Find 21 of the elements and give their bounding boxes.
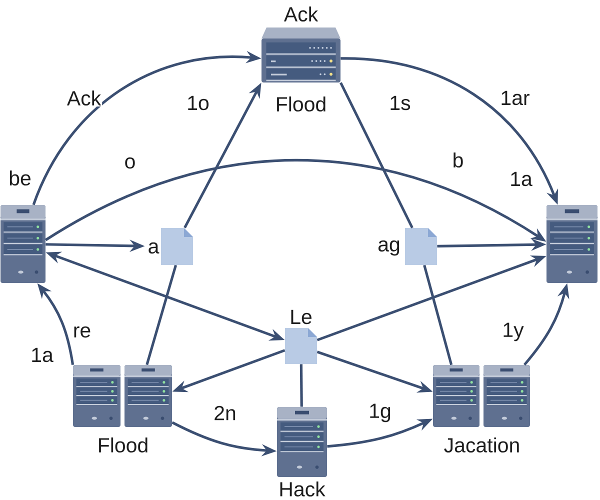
server-label: Flood (277, 96, 326, 112)
edge-label: 1y (501, 322, 525, 342)
edge-label: 1ar (499, 90, 531, 106)
document-label: ag (378, 240, 400, 256)
edge-label: 1g (368, 402, 392, 424)
edge-label: Ack (66, 89, 102, 107)
server-label: Jacation (444, 437, 519, 453)
server-label: 1a (511, 172, 532, 186)
server-label: Flood (99, 437, 148, 453)
document-label: Le (291, 310, 312, 324)
edge-label: o (123, 156, 137, 170)
server-label: Ack (284, 6, 318, 22)
text-label: b (451, 151, 465, 169)
document-label: a (148, 242, 160, 254)
edge-label: 1a (30, 346, 54, 364)
text-label: re (72, 325, 92, 339)
edge-label: 1s (388, 94, 412, 112)
edge-label: 2n (212, 404, 238, 422)
server-label: Hack (280, 481, 326, 497)
server-label: be (10, 170, 30, 186)
edge-label: 1o (186, 94, 210, 112)
